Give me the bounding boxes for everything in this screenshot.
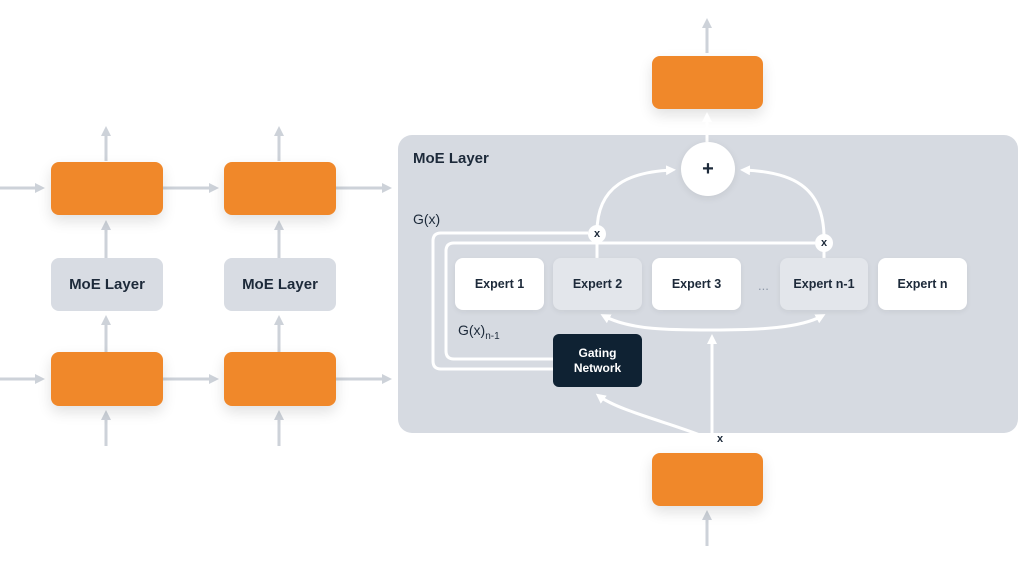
gate-output-n1-label: G(x)n-1 (458, 322, 500, 342)
gate-output-n1-base: G(x) (458, 322, 486, 338)
moe-panel-title: MoE Layer (413, 150, 489, 167)
gating-label-line2: Network (573, 360, 622, 375)
gating-label-line1: Gating (578, 345, 617, 360)
gating-network: Gating Network (553, 334, 642, 387)
left-col1-upper-block (51, 162, 163, 215)
expert-label: Expert n (897, 277, 948, 291)
arrow-input-to-gating (595, 393, 713, 442)
left-col1-lower-block (51, 352, 163, 406)
left-col2-lower-block (224, 352, 336, 406)
expert-label: Expert 1 (474, 277, 525, 291)
input-x-label: x (717, 433, 724, 445)
gate-output-n1-subscript: n-1 (485, 330, 500, 342)
arc-expert2-to-plus (595, 165, 676, 233)
multiply-node-expert2: x (588, 225, 606, 243)
expert-label: Expert 3 (671, 277, 722, 291)
expert-1: Expert 1 (455, 258, 544, 310)
arc-input-to-expert2 (600, 314, 713, 332)
output-block (652, 56, 763, 109)
arc-input-to-expertn1 (711, 314, 826, 332)
gate-output-label: G(x) (413, 211, 441, 227)
expert-label: Expert n-1 (793, 277, 855, 291)
expert-n-minus-1: Expert n-1 (780, 258, 868, 310)
multiply-icon: x (820, 237, 828, 249)
arc-expertn1-to-plus (740, 165, 826, 239)
experts-ellipsis: ... (758, 278, 769, 293)
expert-2: Expert 2 (553, 258, 642, 310)
plus-icon: + (702, 157, 714, 180)
multiply-node-expertn1: x (815, 234, 833, 252)
left-col1-moe-layer: MoE Layer (51, 258, 163, 311)
gate-loop-inner (444, 241, 815, 361)
left-col2-upper-block (224, 162, 336, 215)
left-col2-moe-label: MoE Layer (242, 276, 318, 293)
expert-3: Expert 3 (652, 258, 741, 310)
expert-label: Expert 2 (572, 277, 623, 291)
sum-node: + (681, 142, 735, 196)
expert-n: Expert n (878, 258, 967, 310)
gate-loop-outer (431, 231, 588, 371)
left-col2-moe-layer: MoE Layer (224, 258, 336, 311)
input-block (652, 453, 763, 506)
multiply-icon: x (593, 228, 601, 240)
left-col1-moe-label: MoE Layer (69, 276, 145, 293)
